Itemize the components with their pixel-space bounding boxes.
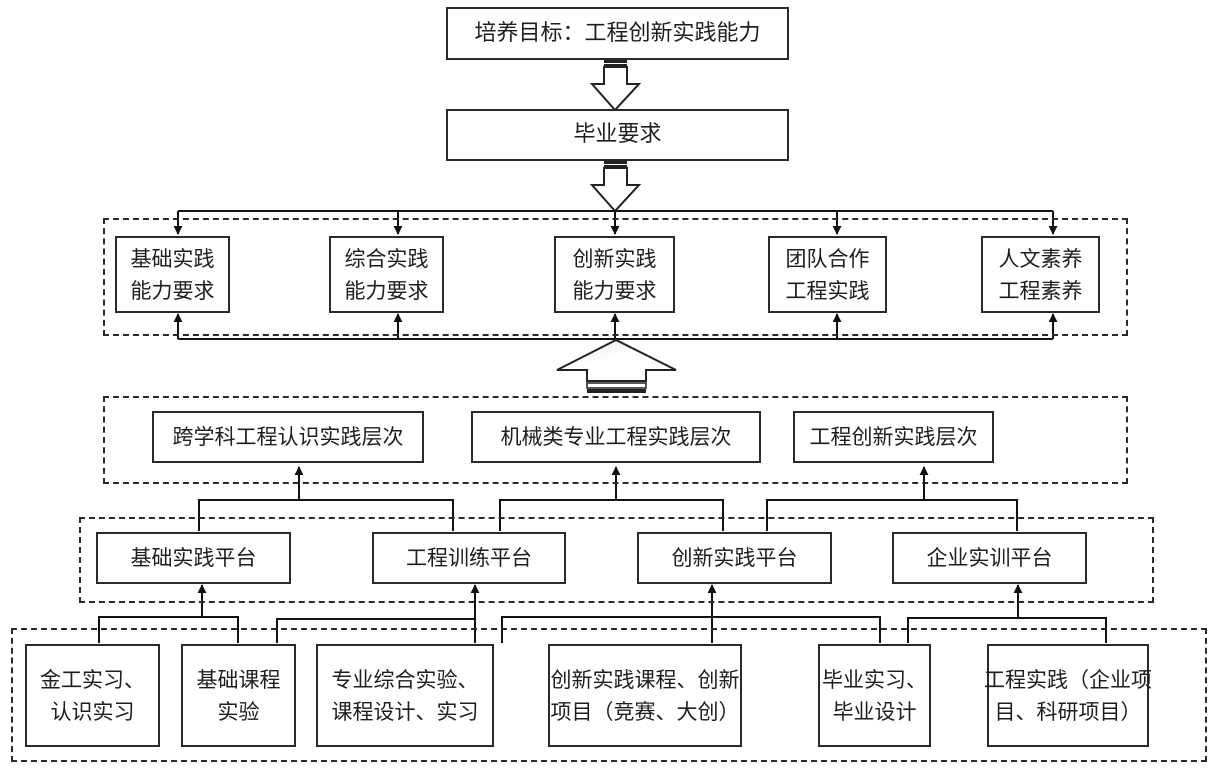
level-label: 跨学科工程认识实践层次 — [172, 425, 404, 449]
activity-box-innovation-course: 创新实践课程、创新 项目（竞赛、大创） — [548, 644, 742, 747]
activity-line-2: 实验 — [217, 699, 260, 724]
requirement-line-1: 综合实践 — [344, 246, 429, 271]
activity-line-1: 基础课程 — [196, 667, 281, 692]
requirement-box-comprehensive: 综合实践 能力要求 — [329, 236, 444, 313]
requirement-line-1: 人文素养 — [998, 246, 1083, 271]
levels-group — [103, 396, 1128, 484]
activity-line-2: 目、科研项目） — [994, 699, 1142, 724]
level-label: 工程创新实践层次 — [809, 425, 978, 449]
requirement-box-humanities: 人文素养 工程素养 — [981, 236, 1100, 313]
platform-box-engineering-training: 工程训练平台 — [372, 532, 566, 584]
requirements-group — [103, 218, 1128, 336]
requirement-line-2: 工程素养 — [998, 278, 1083, 303]
requirement-box-teamwork: 团队合作 工程实践 — [768, 236, 887, 313]
activity-box-professional: 专业综合实验、 课程设计、实习 — [316, 644, 494, 747]
platform-box-enterprise: 企业实训平台 — [892, 532, 1087, 584]
goal-box: 培养目标：工程创新实践能力 — [446, 7, 789, 60]
requirement-line-2: 工程实践 — [785, 278, 870, 303]
platform-label: 创新实践平台 — [671, 546, 798, 570]
requirement-box-basic: 基础实践 能力要求 — [115, 236, 230, 313]
activity-line-2: 认识实习 — [50, 699, 135, 724]
level-label: 机械类专业工程实践层次 — [500, 425, 732, 449]
platform-label: 企业实训平台 — [926, 546, 1053, 570]
activity-line-1: 毕业实习、 — [822, 667, 927, 692]
activity-line-1: 创新实践课程、创新 — [550, 667, 740, 692]
requirement-line-2: 能力要求 — [572, 278, 657, 303]
level-box-innovation: 工程创新实践层次 — [793, 411, 994, 463]
level-box-mechanical: 机械类专业工程实践层次 — [471, 411, 761, 463]
platform-box-innovation: 创新实践平台 — [637, 532, 832, 584]
activity-box-metalwork: 金工实习、 认识实习 — [25, 644, 160, 747]
requirement-top-bus — [173, 210, 1058, 235]
platform-label: 工程训练平台 — [406, 546, 532, 570]
activity-to-platform-connectors — [98, 584, 1107, 643]
activity-line-1: 工程实践（企业项 — [984, 667, 1152, 692]
requirement-line-1: 创新实践 — [572, 246, 657, 271]
activities-group — [11, 628, 1207, 762]
platforms-group — [79, 517, 1154, 603]
activity-box-graduation-project: 毕业实习、 毕业设计 — [818, 644, 931, 747]
activity-line-1: 金工实习、 — [40, 667, 145, 692]
big-down-arrow-1 — [589, 59, 642, 112]
big-up-arrow — [556, 338, 677, 393]
platform-box-basic: 基础实践平台 — [96, 532, 291, 584]
platform-label: 基础实践平台 — [130, 546, 257, 570]
requirement-line-2: 能力要求 — [344, 278, 429, 303]
activity-line-2: 毕业设计 — [832, 699, 917, 724]
requirement-line-2: 能力要求 — [130, 278, 215, 303]
graduation-requirement-box: 毕业要求 — [446, 109, 789, 161]
level-box-interdisciplinary: 跨学科工程认识实践层次 — [152, 411, 424, 463]
requirement-line-1: 团队合作 — [785, 246, 870, 271]
requirement-box-innovation: 创新实践 能力要求 — [554, 236, 675, 313]
activity-line-2: 课程设计、实习 — [331, 699, 479, 724]
activity-line-2: 项目（竞赛、大创） — [550, 699, 740, 724]
big-down-arrow-2 — [589, 160, 642, 213]
activity-line-1: 专业综合实验、 — [331, 667, 479, 692]
graduation-label: 毕业要求 — [573, 122, 662, 147]
activity-box-basic-course: 基础课程 实验 — [181, 644, 296, 747]
requirement-line-1: 基础实践 — [130, 246, 215, 271]
goal-label: 培养目标：工程创新实践能力 — [474, 20, 761, 46]
activity-box-engineering-practice: 工程实践（企业项 目、科研项目） — [984, 644, 1152, 747]
